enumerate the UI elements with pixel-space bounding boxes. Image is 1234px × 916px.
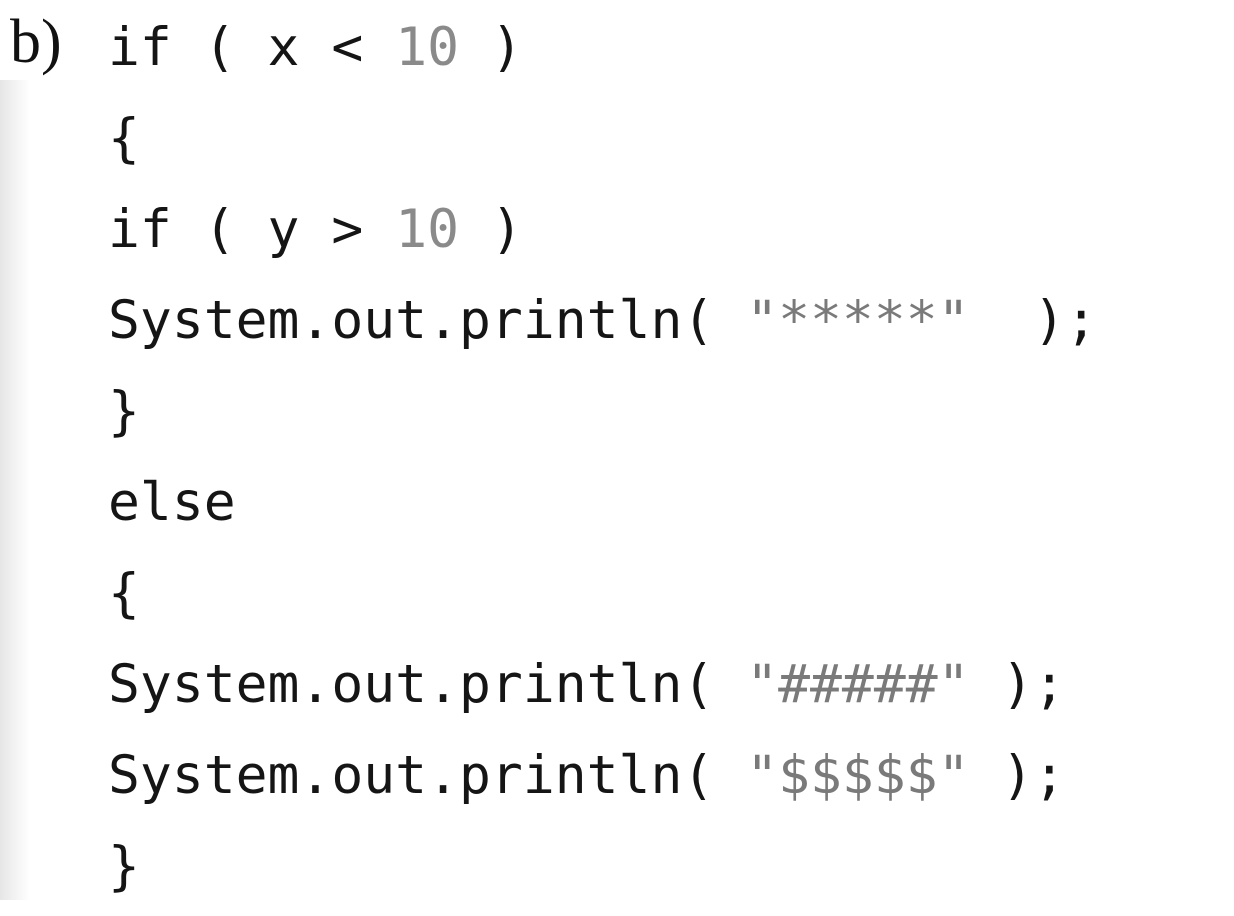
statement-end: ); [969, 745, 1066, 806]
code-line-6: else [108, 463, 236, 543]
println-call: System.out.println( [108, 745, 747, 806]
code-line-5: } [108, 372, 140, 452]
statement-end: ); [969, 290, 1098, 351]
number-literal: 10 [395, 199, 460, 260]
code-line-3: if ( y > 10 ) [108, 190, 523, 270]
exercise-label: b) [10, 8, 62, 76]
code-line-9: System.out.println( "$$$$$" ); [108, 736, 1065, 816]
if-keyword-x: if ( x < [108, 17, 396, 78]
string-literal-hashes: "#####" [746, 654, 970, 715]
code-line-1: if ( x < 10 ) [108, 8, 523, 88]
close-brace: } [108, 836, 140, 897]
if-keyword-y: if ( y > [108, 199, 396, 260]
open-brace: { [108, 108, 140, 169]
closing-paren: ) [459, 17, 523, 78]
string-literal-dollars: "$$$$$" [746, 745, 970, 806]
code-line-8: System.out.println( "#####" ); [108, 645, 1065, 725]
println-call: System.out.println( [108, 654, 747, 715]
close-brace: } [108, 381, 140, 442]
else-keyword: else [108, 472, 236, 533]
code-line-7: { [108, 554, 140, 634]
println-call: System.out.println( [108, 290, 747, 351]
number-literal: 10 [395, 17, 460, 78]
open-brace: { [108, 563, 140, 624]
code-line-2: { [108, 99, 140, 179]
code-line-10: } [108, 827, 140, 907]
closing-paren: ) [459, 199, 523, 260]
string-literal-stars: "*****" [746, 290, 970, 351]
code-line-4: System.out.println( "*****" ); [108, 281, 1097, 361]
statement-end: ); [969, 654, 1066, 715]
bleed-through-margin [0, 80, 30, 900]
